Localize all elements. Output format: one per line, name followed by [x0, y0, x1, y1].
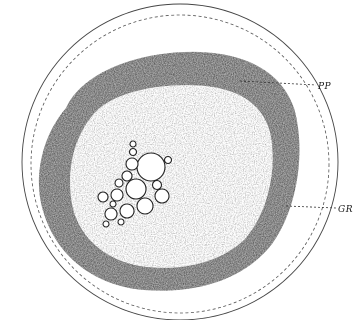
- oil-globule: [153, 181, 162, 190]
- oil-globule: [165, 157, 172, 164]
- oil-globule: [122, 171, 132, 181]
- gr-label: GR: [338, 205, 353, 215]
- oil-globule: [137, 198, 153, 214]
- oil-globule: [130, 141, 136, 147]
- oil-globule: [126, 158, 138, 170]
- pp-label: PP: [317, 82, 332, 92]
- oil-globule: [130, 149, 137, 156]
- oil-globule: [111, 189, 123, 201]
- oil-globule: [98, 192, 108, 202]
- oil-globule: [103, 221, 109, 227]
- gr-callout: GR: [286, 205, 353, 215]
- oil-globule: [115, 179, 123, 187]
- oil-globule: [118, 219, 124, 225]
- oil-globule: [120, 204, 134, 218]
- oil-globule: [110, 201, 116, 207]
- oil-globule: [105, 208, 117, 220]
- cytoplasm: [70, 85, 273, 268]
- oil-globule: [126, 179, 146, 199]
- oil-globule: [155, 189, 169, 203]
- oil-globule: [137, 153, 165, 181]
